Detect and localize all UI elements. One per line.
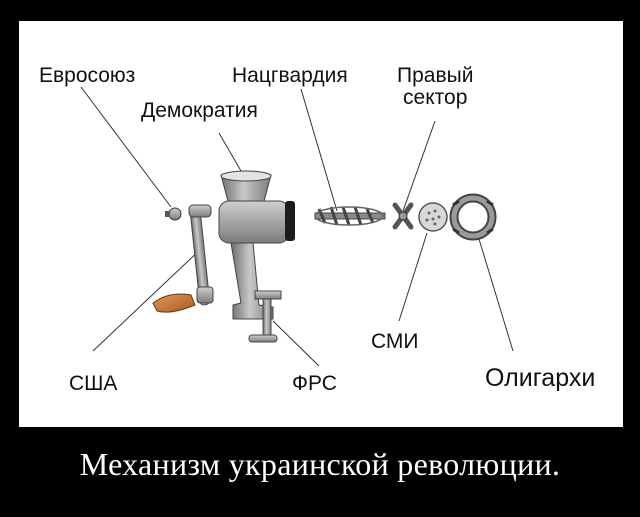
label-frs: ФРС	[292, 372, 337, 395]
poster-panel: Евросоюз Демократия Нацгвардия Правый се…	[18, 20, 624, 428]
perforated-plate-part	[418, 202, 448, 232]
label-oligarchs: Олигархи	[485, 364, 596, 392]
label-right-sector-line2: сектор	[403, 86, 468, 110]
label-natsgvardiya: Нацгвардия	[232, 64, 348, 87]
label-right-sector: Правый сектор	[397, 64, 474, 110]
ring-nut-part	[449, 193, 497, 241]
meat-grinder-illustration	[80, 86, 514, 367]
pointer-lines	[80, 86, 514, 367]
label-usa: США	[69, 372, 118, 395]
auger-part	[314, 206, 386, 226]
label-media: СМИ	[371, 330, 419, 353]
poster-caption: Механизм украинской революции.	[79, 446, 561, 482]
cross-blade-part	[392, 202, 414, 230]
label-democracy: Демократия	[141, 99, 258, 122]
label-eu: Евросоюз	[39, 64, 136, 87]
grinder-body	[218, 170, 295, 343]
screw-part	[165, 207, 182, 221]
label-right-sector-line1: Правый	[397, 64, 474, 87]
crank-handle	[152, 204, 214, 313]
